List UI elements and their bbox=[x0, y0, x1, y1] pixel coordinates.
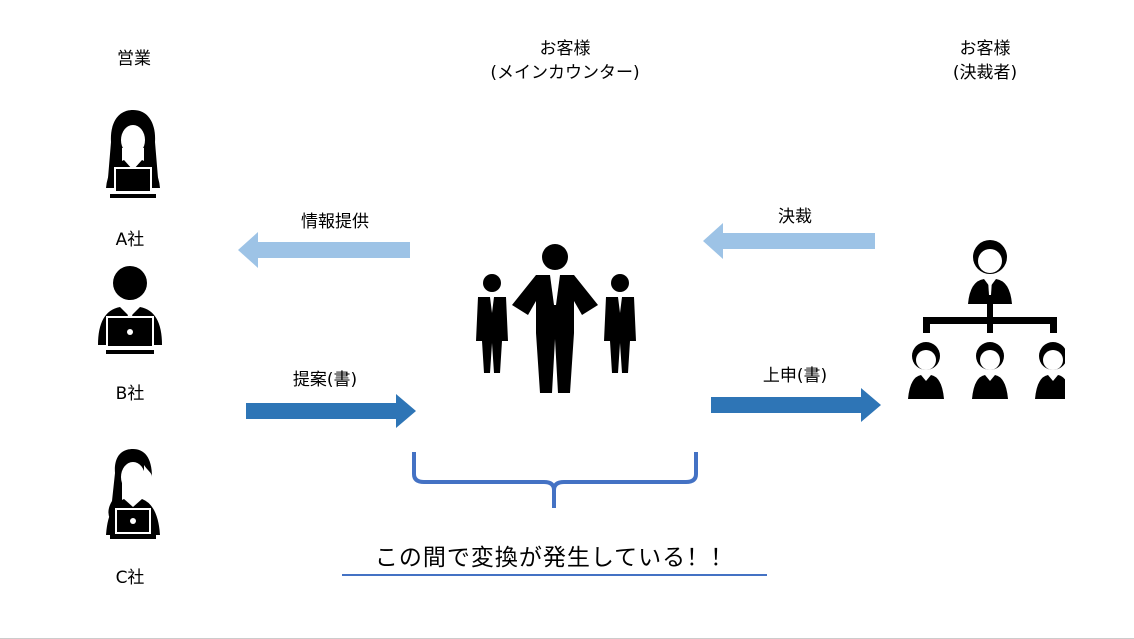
saleswoman-laptop-icon bbox=[98, 108, 168, 208]
info-provision-arrow bbox=[238, 232, 412, 268]
company-b-label: B社 bbox=[115, 384, 145, 404]
counter-header-line1: お客様 bbox=[539, 39, 591, 59]
proposal-arrow bbox=[246, 394, 418, 428]
report-arrow bbox=[711, 388, 883, 422]
report-arrow-label: 上申(書) bbox=[762, 366, 828, 386]
curly-brace bbox=[408, 450, 702, 512]
company-a-label: A社 bbox=[115, 230, 145, 250]
counter-header: お客様 (メインカウンター) bbox=[455, 37, 675, 85]
salesman-laptop-icon bbox=[94, 265, 166, 360]
sales-header: 営業 bbox=[117, 49, 151, 69]
approver-header: お客様 (決裁者) bbox=[905, 37, 1065, 85]
business-people-group-icon bbox=[470, 243, 640, 395]
company-c-label: C社 bbox=[115, 568, 145, 588]
approval-arrow-label: 決裁 bbox=[778, 207, 812, 227]
saleswoman-ponytail-laptop-icon bbox=[98, 445, 168, 545]
proposal-arrow-label: 提案(書) bbox=[292, 370, 358, 390]
info-arrow-label: 情報提供 bbox=[301, 212, 369, 232]
approval-arrow bbox=[703, 223, 877, 259]
approver-header-line1: お客様 bbox=[959, 39, 1011, 59]
counter-header-line2: (メインカウンター) bbox=[490, 63, 640, 83]
org-chart-icon bbox=[905, 237, 1065, 402]
manager-figure bbox=[968, 240, 1012, 304]
conversion-headline: この間で変換が発生している！！ bbox=[342, 538, 767, 576]
approver-header-line2: (決裁者) bbox=[952, 63, 1018, 83]
